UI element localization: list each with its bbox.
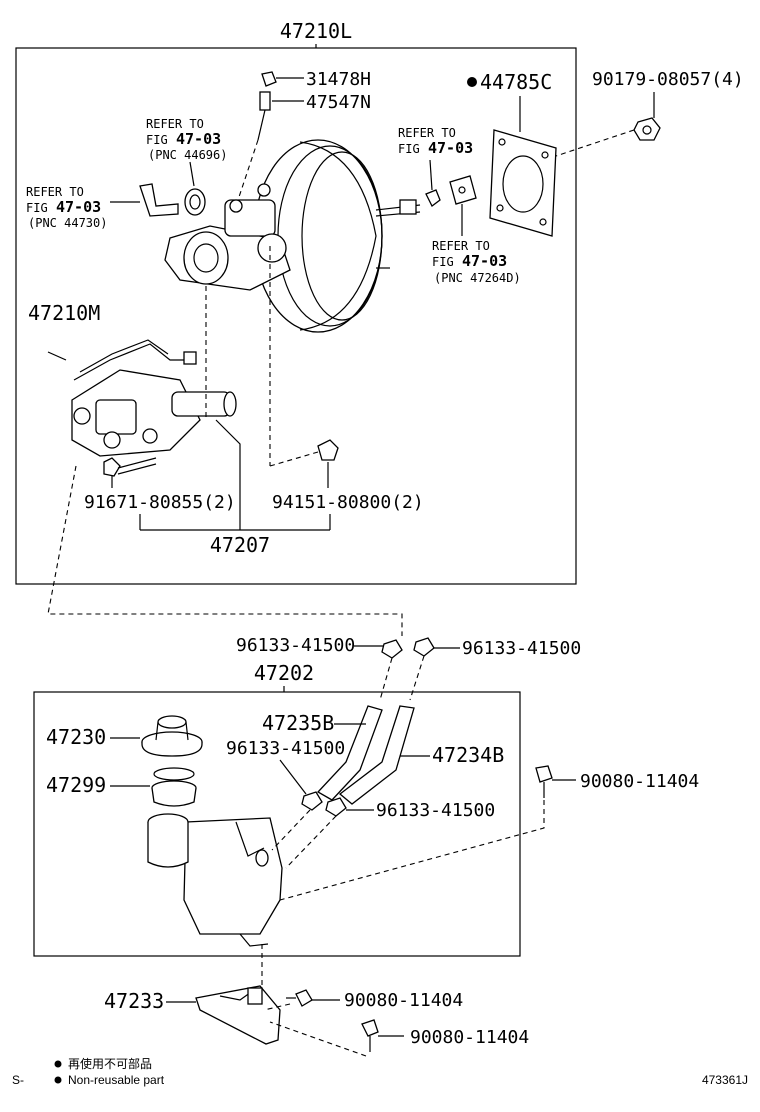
- refer2-fig-prefix: FIG: [26, 201, 48, 215]
- label-47233: 47233: [104, 989, 164, 1013]
- reservoir-tank: [147, 813, 283, 947]
- upper-assembly-box: [15, 47, 577, 585]
- label-94151-80800: 94151-80800(2): [272, 492, 424, 513]
- clamp-c: [301, 791, 323, 811]
- nut-refer3: [425, 189, 441, 207]
- bolt-91671: [103, 457, 157, 477]
- legend-dot-icon-2: [54, 1076, 62, 1084]
- clamp-a: [381, 639, 403, 659]
- refer2-line1: REFER TO: [26, 185, 84, 199]
- refer2-pnc: (PNC 44730): [28, 216, 107, 230]
- refer1-fig: 47-03: [176, 130, 221, 148]
- label-clamp-a: 96133-41500: [236, 635, 355, 656]
- refer3-line1: REFER TO: [398, 126, 456, 140]
- label-clamp-d: 96133-41500: [376, 800, 495, 821]
- nut-94151: [317, 439, 339, 461]
- label-clamp-c: 96133-41500: [226, 738, 345, 759]
- label-31478H: 31478H: [306, 69, 371, 90]
- refer4-fig: 47-03: [462, 252, 507, 270]
- refer1-line1: REFER TO: [146, 117, 204, 131]
- label-47234B: 47234B: [432, 743, 504, 767]
- gasket-44785C: [489, 129, 557, 237]
- clamp-b: [413, 637, 435, 657]
- bracket-47233: [195, 985, 281, 1045]
- legend-line1: 再使用不可部品: [68, 1056, 152, 1071]
- refer4-fig-prefix: FIG: [432, 255, 454, 269]
- grommet-44696: [184, 188, 206, 216]
- label-47202: 47202: [254, 661, 314, 685]
- figure-id: 473361J: [702, 1073, 748, 1087]
- refer1-fig-prefix: FIG: [146, 133, 168, 147]
- refer4-pnc: (PNC 47264D): [434, 271, 521, 285]
- fitting-47547N: [257, 91, 271, 141]
- master-cylinder: [164, 183, 291, 291]
- label-90179-08057: 90179-08057(4): [592, 69, 744, 90]
- refer4-line1: REFER TO: [432, 239, 490, 253]
- label-47210M: 47210M: [28, 301, 100, 325]
- label-91671-80855: 91671-80855(2): [84, 492, 236, 513]
- brake-booster: [253, 139, 421, 333]
- label-47299: 47299: [46, 773, 106, 797]
- refer3-fig-prefix: FIG: [398, 142, 420, 156]
- label-bolt-b: 90080-11404: [344, 990, 463, 1011]
- refer3-fig: 47-03: [428, 139, 473, 157]
- hydraulic-unit: [71, 339, 237, 457]
- strainer-47299: [151, 767, 197, 807]
- label-bolt-a: 90080-11404: [580, 771, 699, 792]
- pin-47210M: [47, 351, 67, 361]
- legend-prefix: S-: [12, 1073, 24, 1087]
- union-44730: [139, 183, 179, 217]
- refer1-pnc: (PNC 44696): [148, 148, 227, 162]
- label-47210L: 47210L: [280, 19, 352, 43]
- nut-90179: [633, 117, 661, 141]
- legend-line2: Non-reusable part: [68, 1073, 165, 1087]
- clevis-47264D: [449, 175, 477, 205]
- label-47207: 47207: [210, 533, 270, 557]
- label-47547N: 47547N: [306, 92, 371, 113]
- reservoir-assembly-box: [33, 691, 521, 957]
- cap-47230: [141, 715, 203, 757]
- non-reusable-dot-icon: [467, 77, 477, 87]
- label-bolt-c: 90080-11404: [410, 1027, 529, 1048]
- hose-47234B: [338, 705, 415, 805]
- cap-31478H: [261, 71, 277, 87]
- label-44785C: 44785C: [480, 70, 552, 94]
- bolt-a: [535, 765, 553, 798]
- label-47230: 47230: [46, 725, 106, 749]
- label-clamp-b: 96133-41500: [462, 638, 581, 659]
- refer2-fig: 47-03: [56, 198, 101, 216]
- legend-dot-icon-1: [54, 1060, 62, 1068]
- label-47235B: 47235B: [262, 711, 334, 735]
- clamp-d: [325, 797, 347, 817]
- bolt-c: [361, 1019, 379, 1052]
